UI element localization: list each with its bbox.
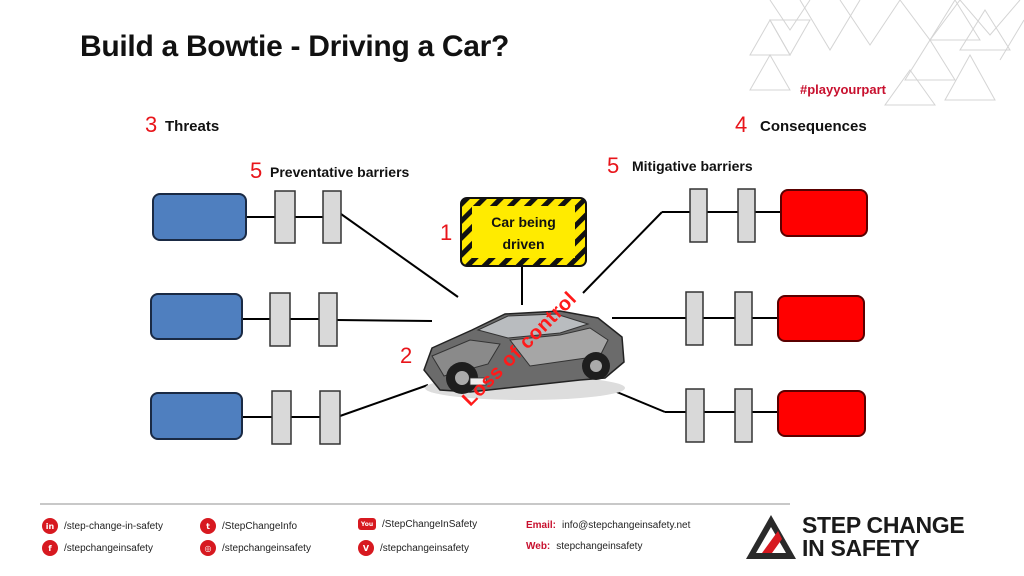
brand-line2: IN SAFETY [802,535,920,561]
contact-email[interactable]: Email: info@stepchangeinsafety.net [526,520,690,531]
page-title: Build a Bowtie - Driving a Car? [80,30,510,63]
social-vimeo[interactable]: V /stepchangeinsafety [358,540,469,556]
consequences-label: Consequences [760,118,867,135]
mitigative-barrier [689,188,708,243]
preventative-barrier [319,390,341,445]
contact-web[interactable]: Web: stepchangeinsafety [526,541,642,552]
car-illustration [423,310,625,400]
threats-count: 3 [145,112,158,137]
email-value: info@stepchangeinsafety.net [562,520,691,531]
preventative-barrier [318,292,338,347]
consequences-count: 4 [735,112,748,137]
instagram-icon: ◎ [200,540,216,556]
preventative-barrier [269,292,291,347]
social-youtube-text: /StepChangeInSafety [382,518,478,530]
web-value: stepchangeinsafety [556,541,643,552]
hazard-label: Car being driven [472,211,575,255]
hazard-label-line1: Car being [491,214,556,230]
hazard-number: 1 [440,220,453,245]
social-vimeo-text: /stepchangeinsafety [380,542,469,554]
mitigative-label: Mitigative barriers [632,158,753,174]
linkedin-icon: in [42,518,58,534]
footer-divider [40,503,790,505]
preventative-count: 5 [250,158,263,183]
hazard-sign [460,197,587,267]
social-instagram-text: /stepchangeinsafety [222,542,311,554]
web-label: Web: [526,541,551,552]
preventative-barrier [271,390,292,445]
vimeo-icon: V [358,540,374,556]
preventative-barrier [322,190,342,244]
hazard-label-line2: driven [502,236,545,252]
consequence-box-3 [777,390,866,437]
consequence-box-1 [780,189,868,237]
mitigative-barrier [734,388,753,443]
youtube-icon: You [358,518,376,530]
mitigative-barrier [685,388,705,443]
social-facebook[interactable]: f /stepchangeinsafety [42,540,153,556]
mitigative-barrier [685,291,704,346]
preventative-barrier [274,190,296,244]
social-linkedin[interactable]: in /step-change-in-safety [42,518,163,534]
social-twitter-text: /StepChangeInfo [222,520,298,532]
consequence-box-2 [777,295,865,342]
threat-lines [242,211,781,418]
brand-wordmark: STEP CHANGE IN SAFETY [802,512,965,561]
facebook-icon: f [42,540,58,556]
threat-box-3 [150,392,243,440]
social-linkedin-text: /step-change-in-safety [64,520,163,532]
brand-line1: STEP CHANGE [802,512,965,538]
threats-label: Threats [165,118,220,135]
triangle-pattern-decoration [749,0,1024,106]
step-change-logo-icon [746,515,796,559]
social-youtube[interactable]: You /StepChangeInSafety [358,518,477,530]
mitigative-barrier [734,291,753,346]
email-label: Email: [526,520,557,531]
mitigative-count: 5 [607,153,620,178]
social-facebook-text: /stepchangeinsafety [64,542,153,554]
preventative-label: Preventative barriers [270,164,410,180]
threat-box-1 [152,193,247,241]
hashtag: #playyourpart [800,82,886,97]
top-event-number: 2 [400,343,413,368]
social-twitter[interactable]: t /StepChangeInfo [200,518,297,534]
threat-box-2 [150,293,243,340]
twitter-icon: t [200,518,216,534]
bowtie-diagram [150,188,868,445]
mitigative-barrier [737,188,756,243]
social-instagram[interactable]: ◎ /stepchangeinsafety [200,540,311,556]
